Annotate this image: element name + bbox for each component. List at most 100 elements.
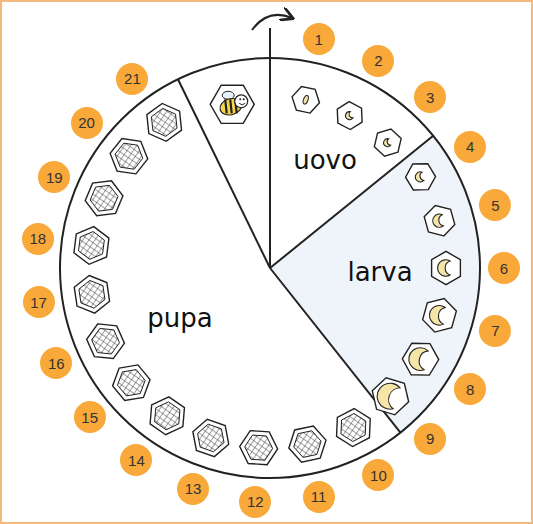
- day-number-circle: 5: [479, 189, 511, 221]
- bee-stripe: [225, 99, 227, 113]
- day-number: 18: [30, 231, 47, 246]
- day-number-circle: 11: [303, 481, 335, 513]
- stage-label: pupa: [147, 304, 212, 333]
- day-number-circle: 7: [479, 315, 511, 347]
- pupa-capping: [118, 370, 146, 396]
- brood-cell: [87, 324, 125, 359]
- day-number-circle: 8: [454, 373, 486, 405]
- brood-cell: [406, 164, 436, 190]
- hexagon-cell: [337, 102, 362, 130]
- larva-shape: [432, 214, 443, 228]
- brood-cell: [113, 365, 150, 401]
- bee-eye: [243, 98, 245, 100]
- brood-cell: [74, 275, 109, 313]
- day-number: 5: [491, 198, 499, 213]
- sector-divider: [270, 136, 433, 268]
- egg: [344, 111, 353, 121]
- day-number: 11: [311, 489, 327, 504]
- brood-cell: [85, 181, 123, 216]
- pupa-capping: [198, 424, 224, 452]
- brood-cell: [292, 86, 319, 113]
- brood-cell: [402, 343, 438, 375]
- day-number-circle: 2: [362, 45, 394, 77]
- brood-cell: [432, 251, 461, 284]
- hexagon-cell: [292, 86, 319, 113]
- hexagon-cell: [423, 299, 457, 333]
- brood-cell: [193, 419, 229, 456]
- day-number-circle: 15: [74, 401, 106, 433]
- hexagon-cell: [193, 419, 229, 456]
- day-number-circle: 6: [488, 252, 520, 284]
- brood-cell: [337, 409, 371, 447]
- pupa-capping: [79, 280, 105, 308]
- larva-shape: [438, 260, 451, 276]
- pupa-capping: [79, 232, 105, 260]
- hexagon-cell: [240, 431, 278, 465]
- pupa-capping: [155, 402, 180, 430]
- hexagon-cell: [147, 103, 182, 141]
- pupa-capping: [341, 414, 366, 442]
- day-number: 2: [374, 53, 382, 68]
- day-number: 15: [81, 410, 98, 425]
- larva-sector: [270, 136, 480, 433]
- stage-label: uovo: [293, 146, 357, 175]
- bee: [218, 91, 248, 117]
- day-number: 10: [370, 468, 387, 483]
- pupa-capping: [294, 431, 321, 458]
- day-number: 14: [128, 453, 145, 468]
- hexagon-cell: [372, 378, 408, 415]
- day-number-circle: 3: [414, 81, 446, 113]
- hexagon-cell: [406, 164, 436, 190]
- day-number: 1: [314, 32, 322, 47]
- pupa-capping: [151, 108, 177, 136]
- day-number-circle: 14: [120, 444, 152, 476]
- day-number: 17: [30, 295, 47, 310]
- hexagon-cell: [74, 275, 109, 313]
- hexagon-cell: [402, 343, 438, 375]
- day-number: 12: [247, 494, 264, 509]
- brood-cell: [374, 129, 401, 156]
- brood-cell: [337, 102, 362, 130]
- day-number: 9: [426, 431, 434, 446]
- larva-shape: [428, 305, 445, 326]
- hexagon-cell: [374, 129, 401, 156]
- day-number-circle: 21: [116, 63, 148, 95]
- day-number-circle: 12: [239, 486, 271, 518]
- hexagon-cell: [424, 205, 455, 235]
- hexagon-cell: [110, 139, 148, 174]
- brood-cell: [372, 378, 408, 415]
- sector-divider: [178, 79, 270, 268]
- brood-cell: [289, 426, 326, 462]
- day-number: 13: [185, 481, 202, 496]
- pupa-capping: [90, 185, 118, 211]
- bee-stripe: [230, 99, 232, 113]
- brood-cell: [150, 397, 184, 435]
- brood-cell: [110, 139, 148, 174]
- day-number-circle: 19: [38, 161, 70, 193]
- day-number-circle: 20: [71, 107, 103, 139]
- day-number: 21: [124, 71, 141, 86]
- hexagon-cell: [150, 397, 184, 435]
- egg: [383, 138, 391, 147]
- brood-cell: [147, 103, 182, 141]
- day-number-circle: 10: [362, 459, 394, 491]
- day-number: 3: [426, 90, 434, 105]
- pupa-capping: [115, 143, 143, 169]
- start-arrow: [252, 15, 292, 30]
- pupa-capping: [92, 328, 120, 354]
- bee-smile: [239, 103, 245, 105]
- bee-eye: [239, 98, 241, 100]
- bee-cell: [210, 85, 254, 123]
- hexagon-cell: [74, 227, 109, 265]
- brood-cell: [423, 299, 457, 333]
- day-number-circle: 18: [22, 223, 54, 255]
- day-number: 4: [466, 139, 474, 154]
- brood-cell: [424, 205, 455, 235]
- cells: [74, 86, 460, 464]
- hexagon-cell: [210, 85, 254, 123]
- day-number-circle: 4: [454, 131, 486, 163]
- day-number-circle: 16: [40, 347, 72, 379]
